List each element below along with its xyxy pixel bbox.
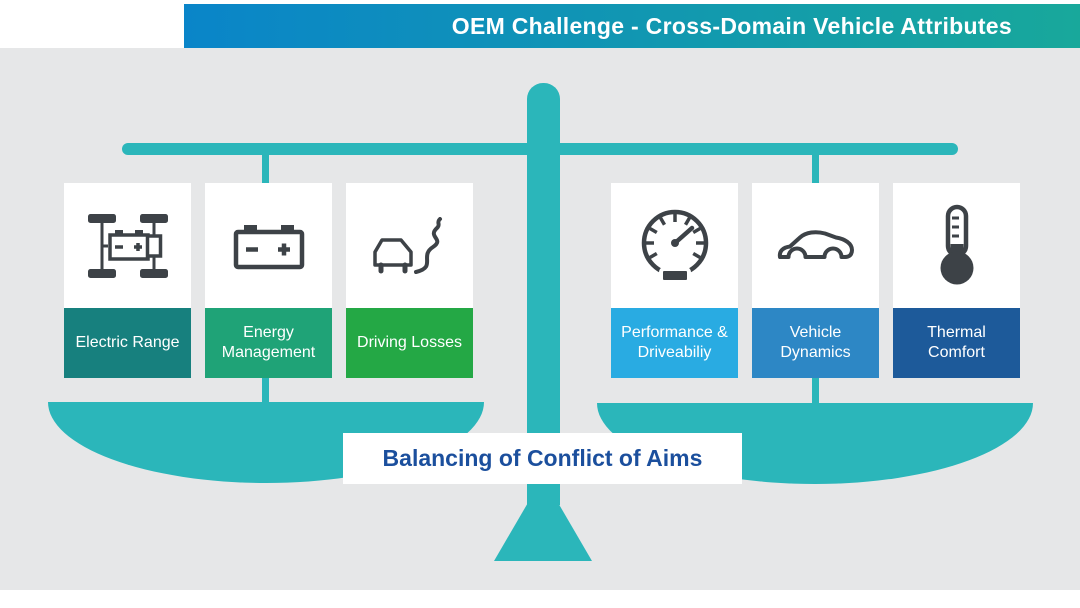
card-icon-area <box>752 183 879 308</box>
card-label: Thermal Comfort <box>893 308 1020 378</box>
card-vehicle-dynamics: Vehicle Dynamics <box>752 183 879 378</box>
header-bar: OEM Challenge - Cross-Domain Vehicle Att… <box>184 4 1080 48</box>
car-winding-road-icon <box>372 216 442 274</box>
card-performance-driveability: Performance & Driveabiliy <box>611 183 738 378</box>
banner-label: Balancing of Conflict of Aims <box>382 445 703 471</box>
page-title: OEM Challenge - Cross-Domain Vehicle Att… <box>451 12 1012 39</box>
card-label: Vehicle Dynamics <box>752 308 879 378</box>
card-icon-area <box>205 183 332 308</box>
ev-powertrain-icon <box>87 213 168 278</box>
card-label: Electric Range <box>64 308 191 378</box>
card-label: Energy Management <box>205 308 332 378</box>
card-label: Performance & Driveabiliy <box>611 308 738 378</box>
card-energy-management: Energy Management <box>205 183 332 378</box>
card-icon-area <box>611 183 738 308</box>
car-side-icon <box>777 229 854 259</box>
speedometer-icon <box>641 209 708 284</box>
card-driving-losses: Driving Losses <box>346 183 473 378</box>
thermometer-icon <box>940 204 973 284</box>
battery-icon <box>233 224 304 269</box>
card-icon-area <box>893 183 1020 308</box>
card-icon-area <box>346 183 473 308</box>
card-electric-range: Electric Range <box>64 183 191 378</box>
card-icon-area <box>64 183 191 308</box>
card-label: Driving Losses <box>346 308 473 378</box>
card-thermal-comfort: Thermal Comfort <box>893 183 1020 378</box>
banner: Balancing of Conflict of Aims <box>343 433 742 484</box>
